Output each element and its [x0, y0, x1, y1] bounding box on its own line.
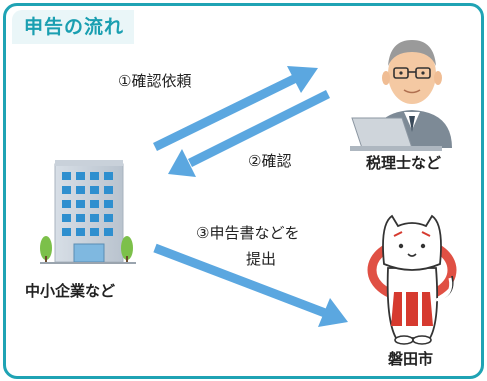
step-2-label: ②確認	[248, 152, 292, 170]
arrow-request-icon	[153, 66, 318, 152]
diagram-title: 申告の流れ	[12, 10, 135, 44]
arrow-submit-icon	[153, 243, 348, 327]
tax-accountant-icon	[350, 40, 452, 151]
step-3-label-line1: ③申告書などを	[196, 224, 300, 242]
city-mascot-icon	[367, 214, 457, 345]
arrow-confirm-icon	[168, 89, 331, 177]
office-building-icon	[40, 160, 136, 264]
tax-accountant-label: 税理士など	[366, 154, 442, 172]
step-1-label: ①確認依頼	[118, 72, 192, 90]
company-label: 中小企業など	[25, 282, 116, 300]
step-3-label-line2: 提出	[246, 250, 277, 268]
city-label: 磐田市	[388, 350, 434, 368]
